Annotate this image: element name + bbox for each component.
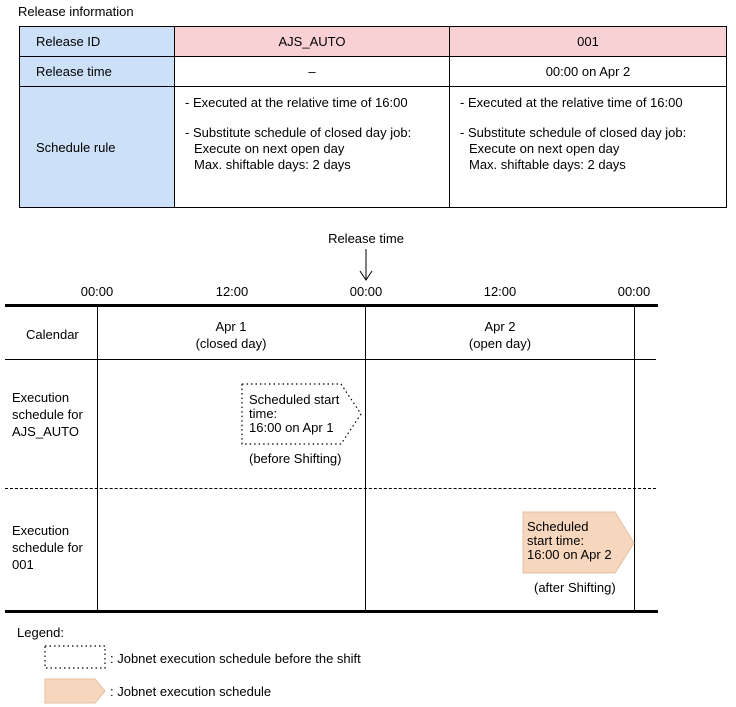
label-column-divider [97, 307, 98, 610]
rule-line: - Executed at the relative time of 16:00 [460, 95, 683, 110]
release-id-ajs-auto: AJS_AUTO [174, 26, 450, 57]
timeline-top-border [5, 304, 658, 307]
row-label-line: schedule for [12, 540, 83, 555]
legend-schedule-shape-icon [44, 678, 106, 704]
release-id-001: 001 [449, 26, 727, 57]
schedule-rule-header: Schedule rule [19, 86, 175, 208]
calendar-divider [5, 359, 656, 360]
tick-label: 00:00 [80, 284, 114, 299]
schedule-after-shift-box: Scheduled start time: 16:00 on Apr 2 [527, 520, 612, 562]
row-label-line: 001 [12, 557, 34, 572]
legend-item-schedule: : Jobnet execution schedule [110, 684, 272, 699]
legend-title: Legend: [17, 625, 64, 640]
legend-dotted-box-icon [44, 645, 106, 669]
calendar-label: Calendar [26, 327, 79, 342]
tick-label: 12:00 [215, 284, 249, 299]
day-status: (open day) [468, 336, 532, 351]
rule-line: Execute on next open day [469, 141, 620, 156]
row-divider [5, 488, 656, 489]
release-time-header: Release time [19, 56, 175, 87]
tick-label: 00:00 [349, 284, 383, 299]
row-label-001: Execution schedule for 001 [12, 522, 83, 573]
box-line: 16:00 on Apr 1 [249, 420, 334, 435]
schedule-before-shift-shape [241, 383, 362, 445]
rule-line: Max. shiftable days: 2 days [469, 157, 626, 172]
day-date: Apr 1 [215, 319, 247, 334]
release-info-table: Release ID AJS_AUTO 001 Release time – 0… [19, 26, 727, 208]
row-label-line: schedule for [12, 407, 83, 422]
rule-line: - Executed at the relative time of 16:00 [185, 95, 408, 110]
day-divider [365, 307, 366, 610]
before-shifting-caption: (before Shifting) [249, 451, 342, 466]
release-time-001: 00:00 on Apr 2 [449, 56, 727, 87]
rule-line: - Substitute schedule of closed day job: [185, 125, 412, 140]
calendar-day-apr1: Apr 1 (closed day) [151, 318, 311, 352]
calendar-day-apr2: Apr 2 (open day) [420, 318, 580, 352]
day-date: Apr 2 [484, 319, 516, 334]
schedule-rule-001: - Executed at the relative time of 16:00… [449, 86, 727, 208]
schedule-before-shift-box: Scheduled start time: 16:00 on Apr 1 [249, 393, 339, 435]
box-line: 16:00 on Apr 2 [527, 547, 612, 562]
release-arrow-icon [359, 249, 373, 281]
schedule-shape [522, 511, 635, 574]
day-status: (closed day) [195, 336, 267, 351]
rule-line: - Substitute schedule of closed day job: [460, 125, 687, 140]
release-info-title: Release information [18, 4, 134, 19]
box-line: start time: [527, 533, 585, 548]
release-time-ajs-auto: – [174, 56, 450, 87]
after-shifting-caption: (after Shifting) [534, 580, 616, 595]
box-line: Scheduled [527, 519, 589, 534]
schedule-rule-ajs-auto: - Executed at the relative time of 16:00… [174, 86, 450, 208]
row-label-ajs-auto: Execution schedule for AJS_AUTO [12, 389, 83, 440]
tick-label: 00:00 [617, 284, 651, 299]
rule-line: Execute on next open day [194, 141, 345, 156]
box-line: time: [249, 406, 278, 421]
row-label-line: AJS_AUTO [12, 424, 79, 439]
release-id-header: Release ID [19, 26, 175, 57]
day-end-divider [634, 307, 635, 610]
legend-item-before-shift: : Jobnet execution schedule before the s… [110, 651, 361, 666]
tick-label: 12:00 [483, 284, 517, 299]
release-time-label: Release time [328, 231, 404, 246]
row-label-line: Execution [12, 523, 70, 538]
box-line: Scheduled start [249, 392, 340, 407]
row-label-line: Execution [12, 390, 70, 405]
timeline-bottom-border [5, 610, 658, 613]
rule-line: Max. shiftable days: 2 days [194, 157, 351, 172]
